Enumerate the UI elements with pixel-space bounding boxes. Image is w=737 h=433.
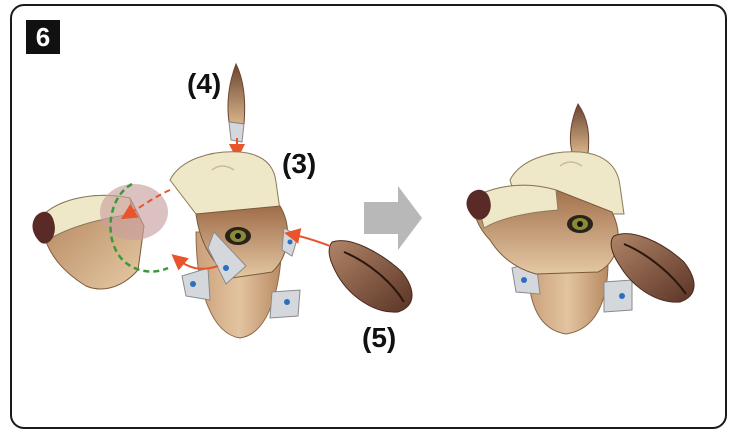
head-part-3 (170, 152, 298, 284)
exploded-view (33, 64, 413, 338)
ear-part-5 (290, 234, 412, 312)
result-arrow (364, 186, 422, 250)
assembled-head (467, 104, 695, 334)
horn-part-4 (228, 64, 245, 154)
